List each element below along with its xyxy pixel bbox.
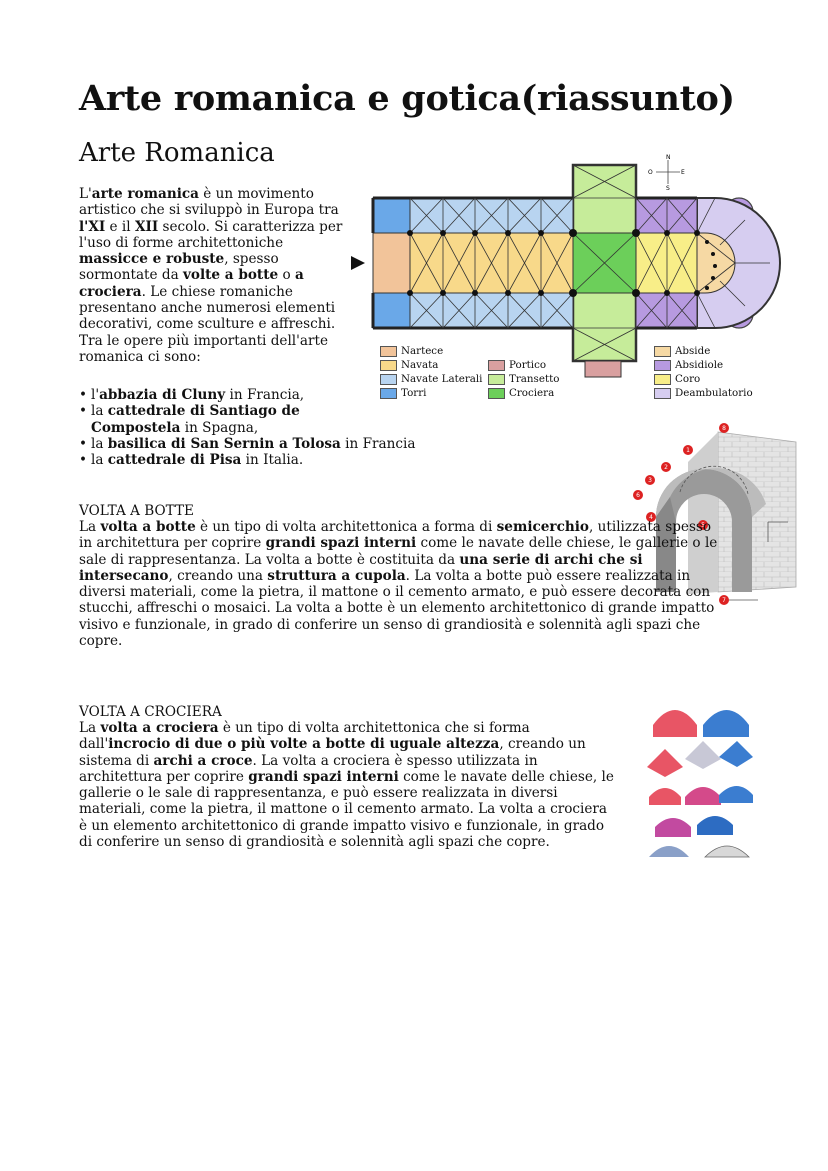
legend-item: Navate Laterali [380, 373, 482, 385]
legend-item: Coro [654, 373, 700, 385]
list-item: •la cattedrale di Santiago de Compostela… [79, 403, 300, 436]
legend-item: Nartece [380, 345, 443, 357]
entrance-arrow-icon [351, 256, 365, 270]
compass-o: O [648, 169, 653, 176]
cross-vault-illustration [647, 710, 753, 858]
compass-icon: N S E O [648, 154, 685, 192]
list-item: •l'abbazia di Cluny in Francia, [79, 387, 305, 403]
legend-item: Navata [380, 359, 438, 371]
compass-n: N [666, 154, 671, 161]
legend-item: Absidiole [654, 359, 723, 371]
compass-e: E [681, 169, 685, 176]
label-2: 2 [664, 464, 668, 471]
label-8: 8 [722, 425, 726, 432]
list-item: •la cattedrale di Pisa in Italia. [79, 452, 304, 469]
label-5: 5 [701, 522, 705, 529]
floor-plan-legend: Nartece Navata Navate Laterali Torri Por… [380, 345, 760, 405]
label-4: 4 [649, 514, 653, 521]
page-title: Arte romanica e gotica(riassunto) [79, 78, 735, 119]
list-item: •la basilica di San Sernin a Tolosa in F… [79, 435, 416, 452]
romanica-intro: L'arte romanica è un movimento artistico… [79, 186, 343, 365]
legend-item: Abside [654, 345, 710, 357]
crociera-body: La volta a crociera è un tipo di volta a… [79, 720, 614, 851]
section-heading-crociera: VOLTA A CROCIERA [79, 704, 222, 720]
legend-item: Portico [488, 359, 546, 371]
label-7: 7 [722, 597, 726, 604]
botte-body: La volta a botte è un tipo di volta arch… [79, 519, 718, 650]
compass-s: S [666, 185, 670, 192]
barrel-vault-illustration: 1 2 3 4 5 6 7 8 [633, 423, 797, 605]
label-1: 1 [686, 447, 690, 454]
section-heading-romanica: Arte Romanica [79, 138, 275, 168]
church-floor-plan: N S E O [351, 154, 781, 378]
legend-item: Crociera [488, 387, 554, 399]
label-3: 3 [648, 477, 652, 484]
legend-item: Transetto [488, 373, 559, 385]
bullet-list: •l'abbazia di Cluny in Francia, •la catt… [79, 387, 429, 468]
label-6: 6 [636, 492, 640, 499]
section-heading-botte: VOLTA A BOTTE [79, 503, 194, 519]
legend-item: Torri [380, 387, 426, 399]
legend-item: Deambulatorio [654, 387, 753, 399]
